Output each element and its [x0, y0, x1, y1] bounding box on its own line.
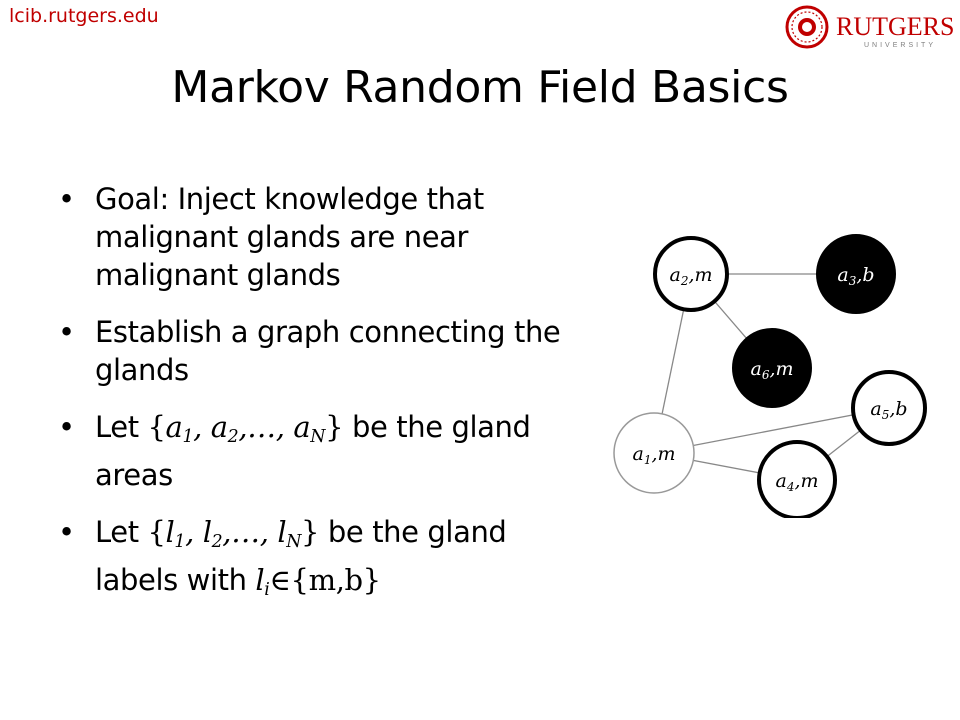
node-circle — [653, 236, 729, 312]
graph-node-a6: a6,m — [732, 328, 812, 408]
node-circle — [732, 328, 812, 408]
gland-graph: a2,m a3,b a6,m a5,b a1,m a4,m — [613, 234, 927, 518]
node-label: a1,m — [632, 443, 675, 467]
logo-wordmark: RUTGERS — [836, 12, 954, 41]
graph-node-a1: a1,m — [613, 412, 695, 494]
graph-node-a5: a5,b — [851, 370, 927, 446]
rutgers-seal-icon — [785, 5, 829, 49]
node-label: a3,b — [837, 264, 874, 288]
node-circle — [851, 370, 927, 446]
math-areas: a1, a2,…, aN — [165, 410, 326, 448]
slide-title: Markov Random Field Basics — [171, 62, 789, 113]
source-url: lcib.rutgers.edu — [9, 5, 159, 27]
node-circle — [757, 440, 837, 518]
bullet-goal: Goal: Inject knowledge that malignant gl… — [58, 180, 568, 294]
bullet-gland-labels: Let {l1, l2,…, lN} be the gland labels w… — [58, 513, 568, 609]
bullet-graph: Establish a graph connecting the glands — [58, 313, 568, 389]
bullet-list: Goal: Inject knowledge that malignant gl… — [58, 180, 568, 629]
node-circle — [613, 412, 695, 494]
graph-node-a2: a2,m — [653, 236, 729, 312]
math-label-set: li — [255, 563, 270, 601]
node-circle — [816, 234, 896, 314]
graph-node-a3: a3,b — [816, 234, 896, 314]
rutgers-logo: RUTGERS UNIVERSITY — [785, 5, 954, 49]
label-set-values: {m,b} — [290, 563, 382, 598]
node-label: a5,b — [870, 398, 907, 422]
node-label: a6,m — [750, 358, 793, 382]
math-labels: l1, l2,…, lN — [165, 515, 302, 553]
graph-node-a4: a4,m — [757, 440, 837, 518]
node-label: a2,m — [669, 264, 712, 288]
bullet-gland-areas: Let {a1, a2,…, aN} be the gland areas — [58, 408, 568, 494]
node-label: a4,m — [775, 470, 818, 494]
logo-subtext: UNIVERSITY — [864, 42, 936, 49]
